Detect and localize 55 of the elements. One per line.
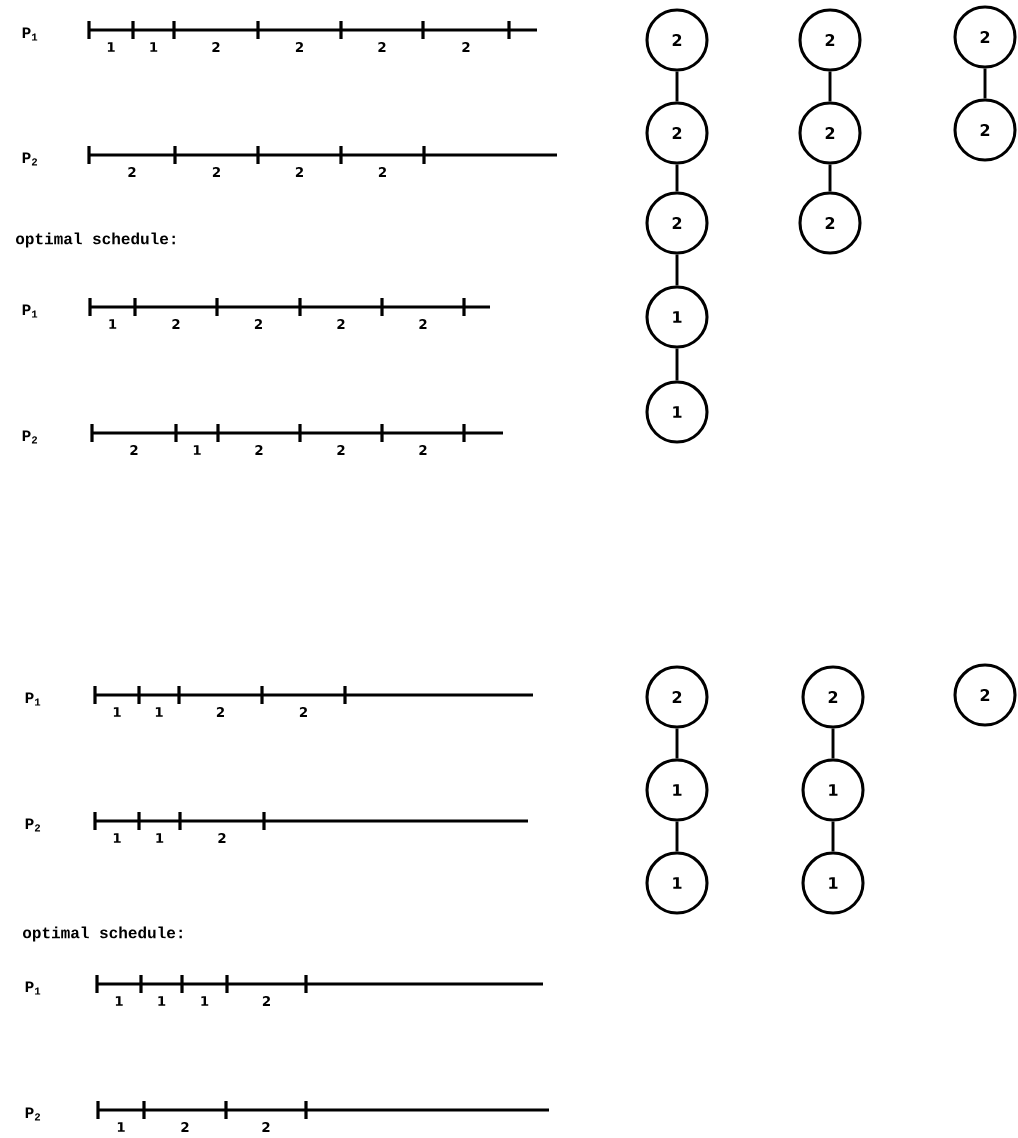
segment-label: 2 xyxy=(212,167,220,177)
segment-label: 2 xyxy=(181,1122,189,1132)
connector-line xyxy=(828,71,832,102)
segment-label: 2 xyxy=(255,445,263,455)
segment-label: 1 xyxy=(107,42,115,52)
processor-label: P$_{1}$ xyxy=(25,692,41,706)
segment-label: 2 xyxy=(295,42,303,52)
segment-label: 1 xyxy=(201,996,209,1006)
segment-label: 1 xyxy=(150,42,158,52)
segment-label: 2 xyxy=(337,319,345,329)
segment-label: 2 xyxy=(462,42,470,52)
connector-line xyxy=(675,254,679,286)
segment-label: 1 xyxy=(117,1122,125,1132)
segment-label: 2 xyxy=(216,707,224,717)
segment-label: 1 xyxy=(109,319,117,329)
connector-line xyxy=(675,728,679,759)
segment-label: 1 xyxy=(113,833,121,843)
segment-label: 1 xyxy=(156,833,164,843)
processor-label: P$_{2}$ xyxy=(25,818,41,832)
segment-label: 1 xyxy=(158,996,166,1006)
processor-label: P$_{2}$ xyxy=(22,430,38,444)
connector-line xyxy=(831,728,835,759)
segment-label: 2 xyxy=(419,319,427,329)
connector-line xyxy=(675,71,679,102)
processor-label: P$_{2}$ xyxy=(22,152,38,166)
segment-label: 2 xyxy=(419,445,427,455)
heading: optimal schedule: xyxy=(16,232,175,248)
segment-label: 2 xyxy=(254,319,262,329)
segment-label: 1 xyxy=(155,707,163,717)
segment-label: 1 xyxy=(115,996,123,1006)
segment-label: 2 xyxy=(172,319,180,329)
heading: optimal schedule: xyxy=(23,926,182,942)
segment-label: 2 xyxy=(337,445,345,455)
connector-line xyxy=(828,164,832,192)
segment-label: 2 xyxy=(378,167,386,177)
processor-label: P$_{1}$ xyxy=(22,304,38,318)
segment-label: 2 xyxy=(218,833,226,843)
connector-line xyxy=(675,821,679,852)
segment-label: 2 xyxy=(128,167,136,177)
segment-label: 2 xyxy=(130,445,138,455)
connector-line xyxy=(831,821,835,852)
segment-label: 2 xyxy=(378,42,386,52)
segment-label: 1 xyxy=(193,445,201,455)
connector-line xyxy=(983,68,987,99)
processor-label: P$_{2}$ xyxy=(25,1107,41,1121)
processor-label: P$_{1}$ xyxy=(25,981,41,995)
segment-label: 2 xyxy=(295,167,303,177)
connector-line xyxy=(675,348,679,381)
connector-line xyxy=(675,164,679,192)
processor-label: P$_{1}$ xyxy=(22,27,38,41)
segment-label: 1 xyxy=(113,707,121,717)
segment-label: 2 xyxy=(262,996,270,1006)
segment-label: 2 xyxy=(299,707,307,717)
segment-label: 2 xyxy=(262,1122,270,1132)
segment-label: 2 xyxy=(212,42,220,52)
